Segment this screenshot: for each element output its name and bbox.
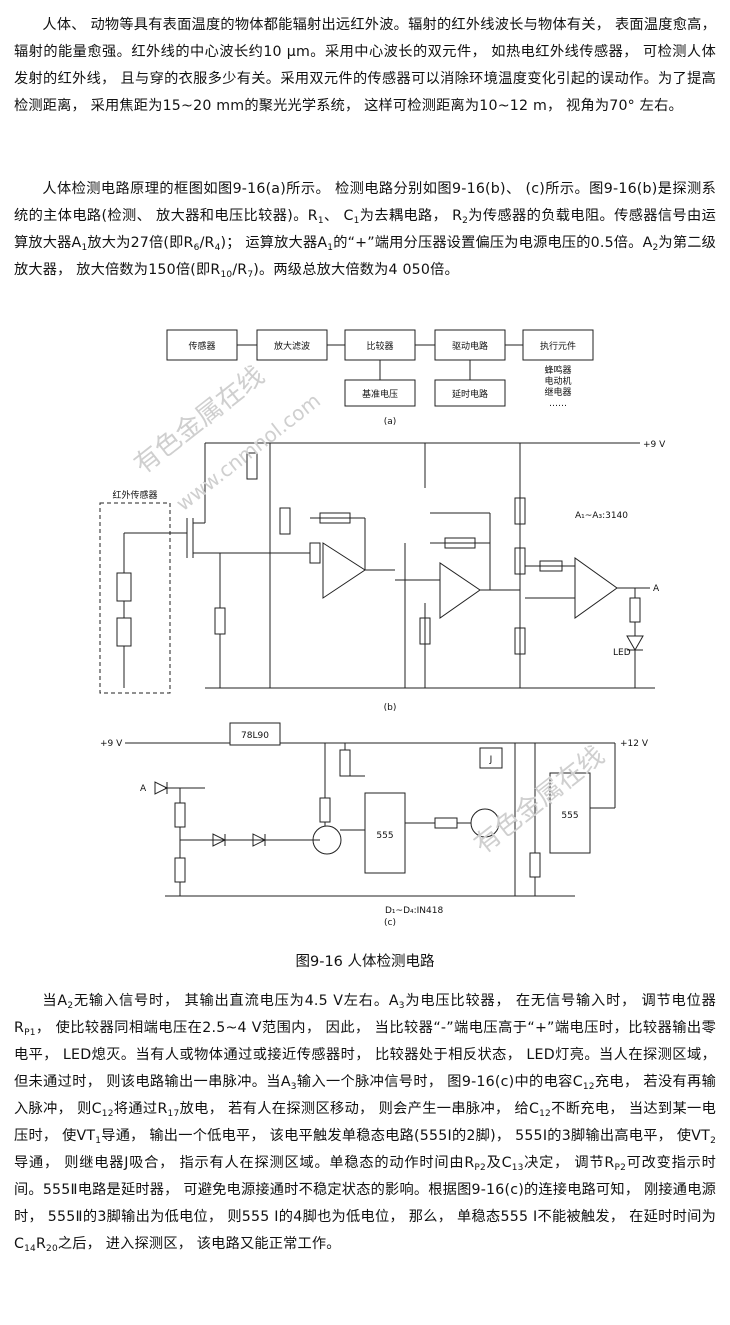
label-led: LED (613, 648, 631, 658)
sensor-element-2 (116, 617, 132, 647)
label-555-one: 555 (376, 831, 393, 841)
label-supply-b: +9 V (643, 440, 666, 450)
label-ir-sensor: 红外传感器 (112, 489, 157, 501)
label-diodes: D₁~D₄:IN418 (385, 906, 443, 916)
label-reference: 基准电压 (362, 388, 398, 400)
label-actuator: 执行元件 (540, 340, 576, 352)
label-buzzer: 蜂鸣器 (544, 364, 571, 376)
label-fig-c: (c) (384, 918, 396, 928)
label-relay-j: J (489, 755, 493, 765)
label-supply-12v: +12 V (620, 739, 649, 749)
sensor-element-1 (116, 572, 132, 602)
label-sensor: 传感器 (188, 340, 215, 352)
paragraph-intro-text: 人体、 动物等具有表面温度的物体都能辐射出远红外波。辐射的红外线波长与物体有关，… (14, 17, 716, 114)
label-more: …… (549, 399, 567, 409)
label-delay: 延时电路 (452, 388, 488, 400)
label-fig-b: (b) (384, 703, 397, 713)
label-regulator: 78L90 (241, 731, 269, 741)
label-555-two: 555 (561, 811, 578, 821)
label-input-a: A (140, 784, 147, 794)
label-amp-filter: 放大滤波 (274, 340, 310, 352)
label-motor: 电动机 (544, 375, 571, 387)
paragraph-intro: 人体、 动物等具有表面温度的物体都能辐射出远红外波。辐射的红外线波长与物体有关，… (14, 12, 716, 120)
circuit-figure: 传感器 放大滤波 比较器 驱动电路 执行元件 基准电压 延时电路 蜂鸣器 电动机… (99, 329, 666, 928)
paragraph-circuit-overview: 人体检测电路原理的框图如图9-16(a)所示。 检测电路分别如图9-16(b)、… (14, 181, 716, 280)
label-relay: 继电器 (544, 386, 571, 398)
ic-555-two (549, 772, 591, 854)
label-fig-a: (a) (384, 417, 397, 427)
label-driver: 驱动电路 (452, 340, 488, 352)
paragraph-operation: 当A2无输入信号时， 其输出直流电压为4.5 V左右。A3为电压比较器， 在无信… (14, 993, 717, 1254)
label-comparator: 比较器 (366, 340, 393, 352)
label-output-a: A (653, 584, 660, 594)
figure-caption: 图9-16 人体检测电路 (295, 954, 435, 970)
label-supply-9v: +9 V (100, 739, 123, 749)
ic-555-one (364, 792, 406, 874)
label-opamp-type: A₁~A₃:3140 (575, 511, 628, 521)
